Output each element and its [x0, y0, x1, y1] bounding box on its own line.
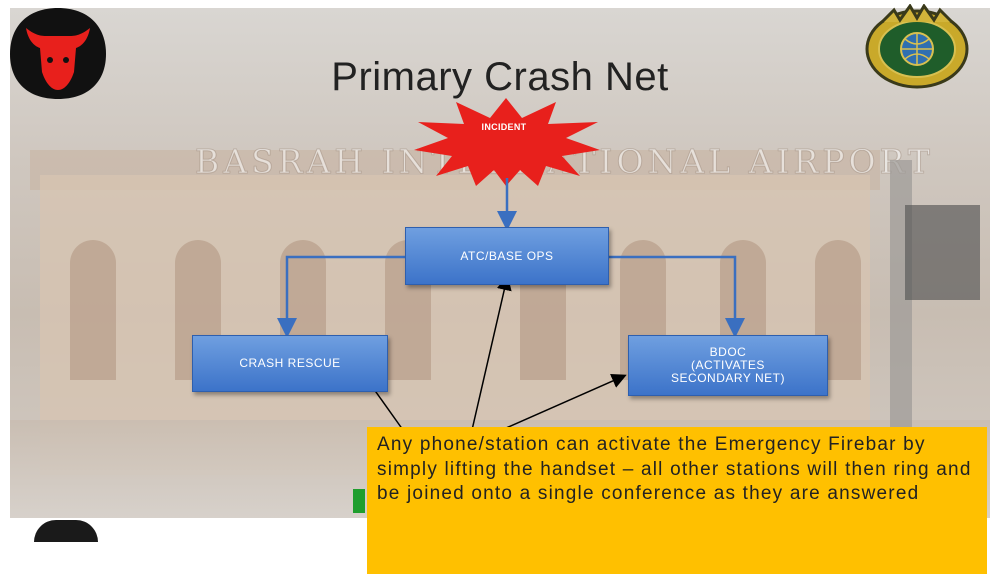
connector-atc-to-crash-rescue	[277, 255, 405, 338]
facade-arch	[70, 240, 116, 380]
slide-title: Primary Crash Net	[331, 54, 669, 99]
connector-atc-to-bdoc	[609, 255, 745, 338]
incident-label: INCIDENT	[481, 122, 527, 132]
gold-corps-insignia-icon	[865, 4, 969, 89]
green-marker	[353, 489, 365, 513]
callout-arrow-atc	[471, 275, 512, 431]
atc-base-ops-node: ATC/BASE OPS	[405, 227, 609, 285]
partial-logo	[34, 520, 98, 542]
street-sign	[905, 205, 980, 300]
firebar-note: Any phone/station can activate the Emerg…	[367, 427, 987, 574]
callout-arrow-bdoc	[496, 373, 627, 433]
incident-burst	[414, 98, 600, 186]
red-bull-insignia-icon	[10, 8, 106, 99]
bdoc-node: BDOC (ACTIVATES SECONDARY NET)	[628, 335, 828, 396]
crash-rescue-node: CRASH RESCUE	[192, 335, 388, 392]
